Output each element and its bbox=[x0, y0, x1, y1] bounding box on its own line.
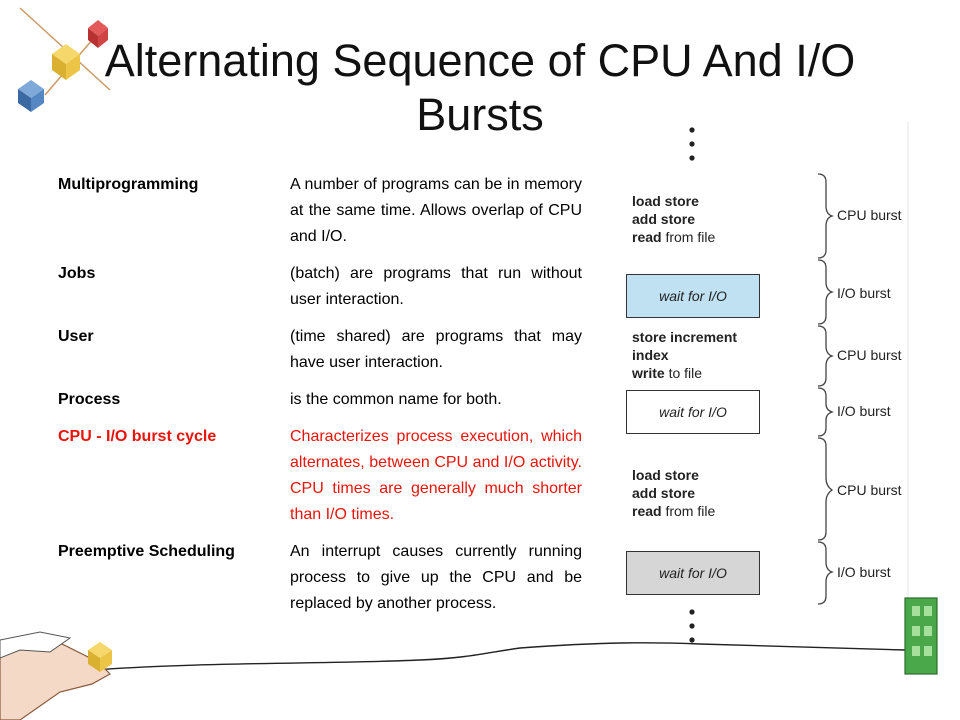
ellipsis-dot-icon bbox=[689, 127, 695, 133]
definition-desc: Characterizes process execution, which a… bbox=[290, 428, 582, 523]
burst-label: CPU burst bbox=[837, 482, 902, 498]
code-block: store increment index write to file bbox=[632, 328, 737, 382]
brace-icon bbox=[817, 259, 835, 325]
ellipsis-dot-icon bbox=[689, 141, 695, 147]
ellipsis-dot-icon bbox=[689, 155, 695, 161]
brace-icon bbox=[817, 541, 835, 605]
code-rest: to file bbox=[664, 365, 703, 381]
definition-term: Multiprogramming bbox=[58, 176, 199, 193]
cpu-io-burst-diagram: load store add store read from file wait… bbox=[612, 122, 910, 650]
ellipsis-dot-icon bbox=[689, 637, 695, 643]
code-op: write bbox=[632, 365, 665, 381]
cube-icon bbox=[88, 642, 112, 672]
ellipsis-dot-icon bbox=[689, 623, 695, 629]
ellipsis-dot-icon bbox=[689, 609, 695, 615]
brace-icon bbox=[817, 325, 835, 387]
definition-term: Jobs bbox=[58, 265, 96, 282]
definitions-list: Multiprogramming A number of programs ca… bbox=[58, 172, 588, 628]
decorative-cubes-icon bbox=[18, 7, 111, 112]
brace-icon bbox=[817, 437, 834, 541]
definition-row: Jobs (batch) are programs that run witho… bbox=[58, 261, 588, 313]
definition-row: User (time shared) are programs that may… bbox=[58, 324, 588, 376]
code-block: load store add store read from file bbox=[632, 466, 715, 520]
diagram-graphics bbox=[689, 122, 909, 650]
code-op: add store bbox=[632, 211, 696, 227]
code-op: index bbox=[632, 347, 669, 363]
code-rest: from file bbox=[661, 503, 716, 519]
definition-row: Preemptive Scheduling An interrupt cause… bbox=[58, 539, 588, 617]
hand-drawn-line bbox=[94, 642, 906, 671]
wait-for-io-box: wait for I/O bbox=[626, 274, 760, 318]
burst-label: I/O burst bbox=[837, 403, 891, 419]
definition-row: Process is the common name for both. bbox=[58, 387, 588, 413]
definition-term: Process bbox=[58, 391, 121, 408]
definition-row: Multiprogramming A number of programs ca… bbox=[58, 172, 588, 250]
burst-label: I/O burst bbox=[837, 285, 891, 301]
definition-desc: A number of programs can be in memory at… bbox=[290, 176, 582, 245]
wait-for-io-box: wait for I/O bbox=[626, 551, 760, 595]
brace-icon bbox=[817, 387, 835, 437]
code-block: load store add store read from file bbox=[632, 192, 715, 246]
burst-label: CPU burst bbox=[837, 207, 902, 223]
code-op: load store bbox=[632, 467, 699, 483]
definition-term: Preemptive Scheduling bbox=[58, 543, 235, 560]
code-rest: from file bbox=[661, 229, 716, 245]
definition-desc: is the common name for both. bbox=[290, 391, 502, 408]
code-op: store increment bbox=[632, 329, 738, 345]
code-op: add store bbox=[632, 485, 696, 501]
wait-for-io-box: wait for I/O bbox=[626, 390, 760, 434]
burst-label: I/O burst bbox=[837, 564, 891, 580]
code-op: read bbox=[632, 503, 662, 519]
definition-desc: (batch) are programs that run without us… bbox=[290, 265, 582, 308]
definition-row-highlighted: CPU - I/O burst cycle Characterizes proc… bbox=[58, 424, 588, 528]
brace-icon bbox=[817, 173, 835, 259]
definition-desc: (time shared) are programs that may have… bbox=[290, 328, 582, 371]
burst-label: CPU burst bbox=[837, 347, 902, 363]
definition-term: User bbox=[58, 328, 94, 345]
hand-icon bbox=[0, 631, 111, 720]
building-icon bbox=[904, 597, 938, 675]
code-op: load store bbox=[632, 193, 699, 209]
slide-title: Alternating Sequence of CPU And I/O Burs… bbox=[104, 35, 856, 140]
definition-term: CPU - I/O burst cycle bbox=[58, 428, 217, 445]
definition-desc: An interrupt causes currently running pr… bbox=[290, 543, 582, 612]
footer-decoration bbox=[0, 597, 938, 720]
code-op: read bbox=[632, 229, 662, 245]
